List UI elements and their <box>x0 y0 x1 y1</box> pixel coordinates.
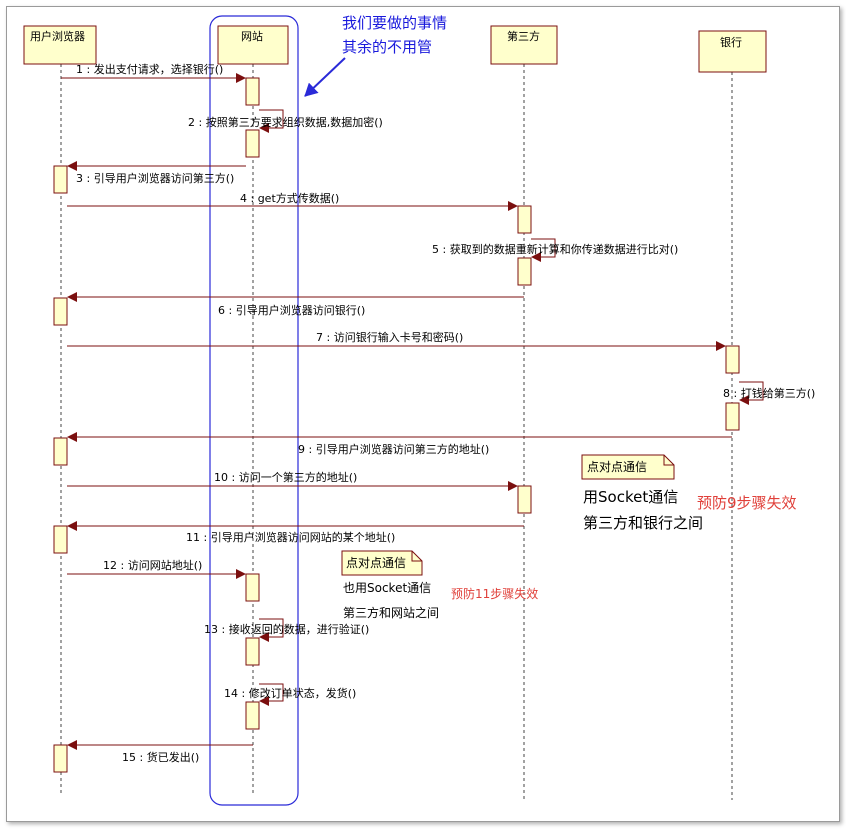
participant-browser: 用户浏览器 <box>23 25 97 65</box>
activation-box <box>245 77 260 106</box>
activation-box <box>517 257 532 286</box>
activation-box <box>53 165 68 194</box>
activation-box <box>245 637 260 666</box>
activation-box <box>517 485 532 514</box>
note-1-line1: 用Socket通信 <box>583 488 678 506</box>
note-1-warning: 预防9步骤失效 <box>697 494 797 512</box>
annotation-line1: 我们要做的事情 <box>342 14 447 32</box>
activation-box <box>53 297 68 326</box>
message-label-9: 9 : 引导用户浏览器访问第三方的地址() <box>298 442 489 456</box>
note-1: 点对点通信 <box>581 454 675 480</box>
message-label-2: 2 : 按照第三方要求组织数据,数据加密() <box>188 115 383 129</box>
note-2-line2: 第三方和网站之间 <box>343 605 439 620</box>
message-label-13: 13 : 接收返回的数据，进行验证() <box>204 622 369 636</box>
highlight-box <box>209 15 299 806</box>
message-label-4: 4 : get方式传数据() <box>240 191 339 205</box>
activation-box <box>725 345 740 374</box>
note-2-line1: 也用Socket通信 <box>343 581 431 595</box>
participant-thirdparty: 第三方 <box>490 25 558 65</box>
message-arrow-13 <box>259 618 284 642</box>
participant-website-label: 网站 <box>241 29 263 43</box>
note-1-line2: 第三方和银行之间 <box>583 514 703 532</box>
message-label-14: 14 : 修改订单状态，发货() <box>224 686 356 700</box>
message-label-6: 6 : 引导用户浏览器访问银行() <box>218 303 365 317</box>
activation-box <box>725 402 740 431</box>
activation-box <box>517 205 532 234</box>
participant-thirdparty-label: 第三方 <box>507 29 540 43</box>
activation-box <box>245 129 260 158</box>
message-label-12: 12 : 访问网站地址() <box>103 558 202 572</box>
message-label-7: 7 : 访问银行输入卡号和密码() <box>316 330 463 344</box>
participant-browser-label: 用户浏览器 <box>30 29 85 43</box>
participant-bank: 银行 <box>698 30 767 73</box>
message-arrow-8 <box>739 381 764 405</box>
activation-box <box>53 744 68 773</box>
activation-box <box>53 437 68 466</box>
diagram-frame <box>6 6 840 822</box>
message-label-1: 1 : 发出支付请求，选择银行() <box>76 62 223 76</box>
note-2: 点对点通信 <box>341 550 423 576</box>
message-arrow-14 <box>259 683 284 706</box>
message-label-8: 8 : 打钱给第三方() <box>723 386 815 400</box>
message-label-5: 5 : 获取到的数据重新计算和你传递数据进行比对() <box>432 242 678 256</box>
message-arrow-5 <box>531 238 556 262</box>
message-label-15: 15 : 货已发出() <box>122 750 199 764</box>
activation-box <box>245 701 260 730</box>
annotation-line2: 其余的不用管 <box>342 38 432 56</box>
note-2-title: 点对点通信 <box>346 556 406 570</box>
message-label-11: 11 : 引导用户浏览器访问网站的某个地址() <box>186 530 395 544</box>
participant-website: 网站 <box>217 25 289 65</box>
note-2-warning: 预防11步骤失效 <box>451 586 538 601</box>
note-1-title: 点对点通信 <box>587 460 647 474</box>
activation-box <box>245 573 260 602</box>
annotation-arrow <box>304 57 346 97</box>
activations <box>53 77 740 773</box>
message-label-10: 10 : 访问一个第三方的地址() <box>214 470 357 484</box>
message-arrow-2 <box>259 109 284 133</box>
participant-bank-label: 银行 <box>720 35 742 49</box>
message-label-3: 3 : 引导用户浏览器访问第三方() <box>76 171 234 185</box>
activation-box <box>53 525 68 554</box>
